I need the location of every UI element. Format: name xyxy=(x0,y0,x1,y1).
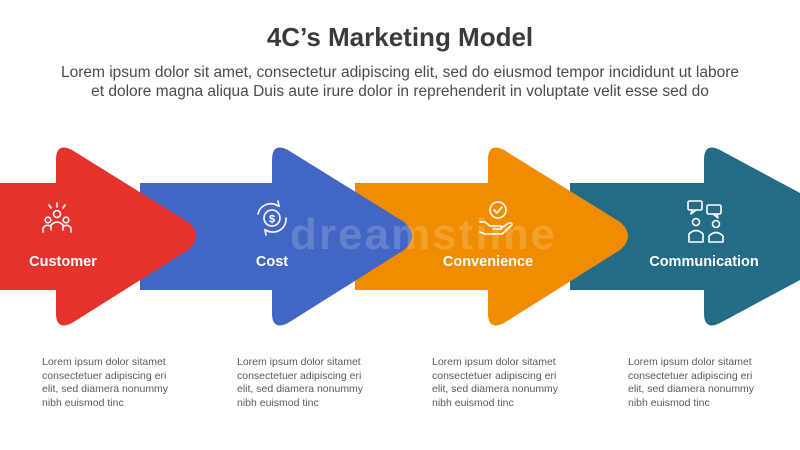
people-chat-icon xyxy=(687,200,724,243)
description-line: nibh euismod tinc xyxy=(432,396,514,409)
description-line: Lorem ipsum dolor sitamet xyxy=(432,356,556,368)
description-line: elit, sed diamera nonummy xyxy=(628,383,755,395)
description-line: consectetuer adipiscing eri xyxy=(237,369,362,382)
arrow-shape-convenience xyxy=(355,147,628,326)
svg-text:$: $ xyxy=(269,214,275,226)
description-line: Lorem ipsum dolor sitamet xyxy=(237,356,361,368)
description-line: elit, sed diamera nonummy xyxy=(237,383,364,395)
arrow-shape-cost xyxy=(140,147,412,326)
description-line: consectetuer adipiscing eri xyxy=(432,369,557,382)
step-arrow-communication xyxy=(570,147,800,326)
description-communication: Lorem ipsum dolor sitamet consectetuer a… xyxy=(628,356,768,410)
description-line: elit, sed diamera nonummy xyxy=(432,383,559,395)
dollar-cycle-icon: $ xyxy=(257,200,287,236)
description-line: nibh euismod tinc xyxy=(42,396,124,409)
step-arrow-customer xyxy=(0,147,196,326)
step-label-communication: Communication xyxy=(649,254,759,270)
description-line: consectetuer adipiscing eri xyxy=(42,369,167,382)
arrow-shape-customer xyxy=(0,147,196,326)
step-arrow-convenience xyxy=(355,147,628,326)
hand-check-icon xyxy=(479,201,513,235)
description-line: consectetuer adipiscing eri xyxy=(628,369,753,382)
page-subtitle: Lorem ipsum dolor sit amet, consectetur … xyxy=(30,63,770,101)
arrow-shape-communication xyxy=(570,147,800,326)
description-line: Lorem ipsum dolor sitamet xyxy=(628,356,752,368)
description-customer: Lorem ipsum dolor sitamet consectetuer a… xyxy=(42,356,182,410)
description-line: elit, sed diamera nonummy xyxy=(42,383,169,395)
page-title: 4C’s Marketing Model xyxy=(266,22,534,52)
description-convenience: Lorem ipsum dolor sitamet consectetuer a… xyxy=(432,356,572,410)
step-label-convenience: Convenience xyxy=(443,254,533,270)
people-group-icon xyxy=(42,202,72,233)
description-line: nibh euismod tinc xyxy=(237,396,319,409)
step-arrow-cost xyxy=(140,147,412,326)
step-label-cost: Cost xyxy=(256,254,288,270)
description-line: Lorem ipsum dolor sitamet xyxy=(42,356,166,368)
step-label-customer: Customer xyxy=(29,254,97,270)
subtitle-line-2: et dolore magna aliqua Duis aute irure d… xyxy=(91,83,709,100)
description-line: nibh euismod tinc xyxy=(628,396,710,409)
subtitle-line-1: Lorem ipsum dolor sit amet, consectetur … xyxy=(60,64,740,81)
description-cost: Lorem ipsum dolor sitamet consectetuer a… xyxy=(237,356,377,410)
